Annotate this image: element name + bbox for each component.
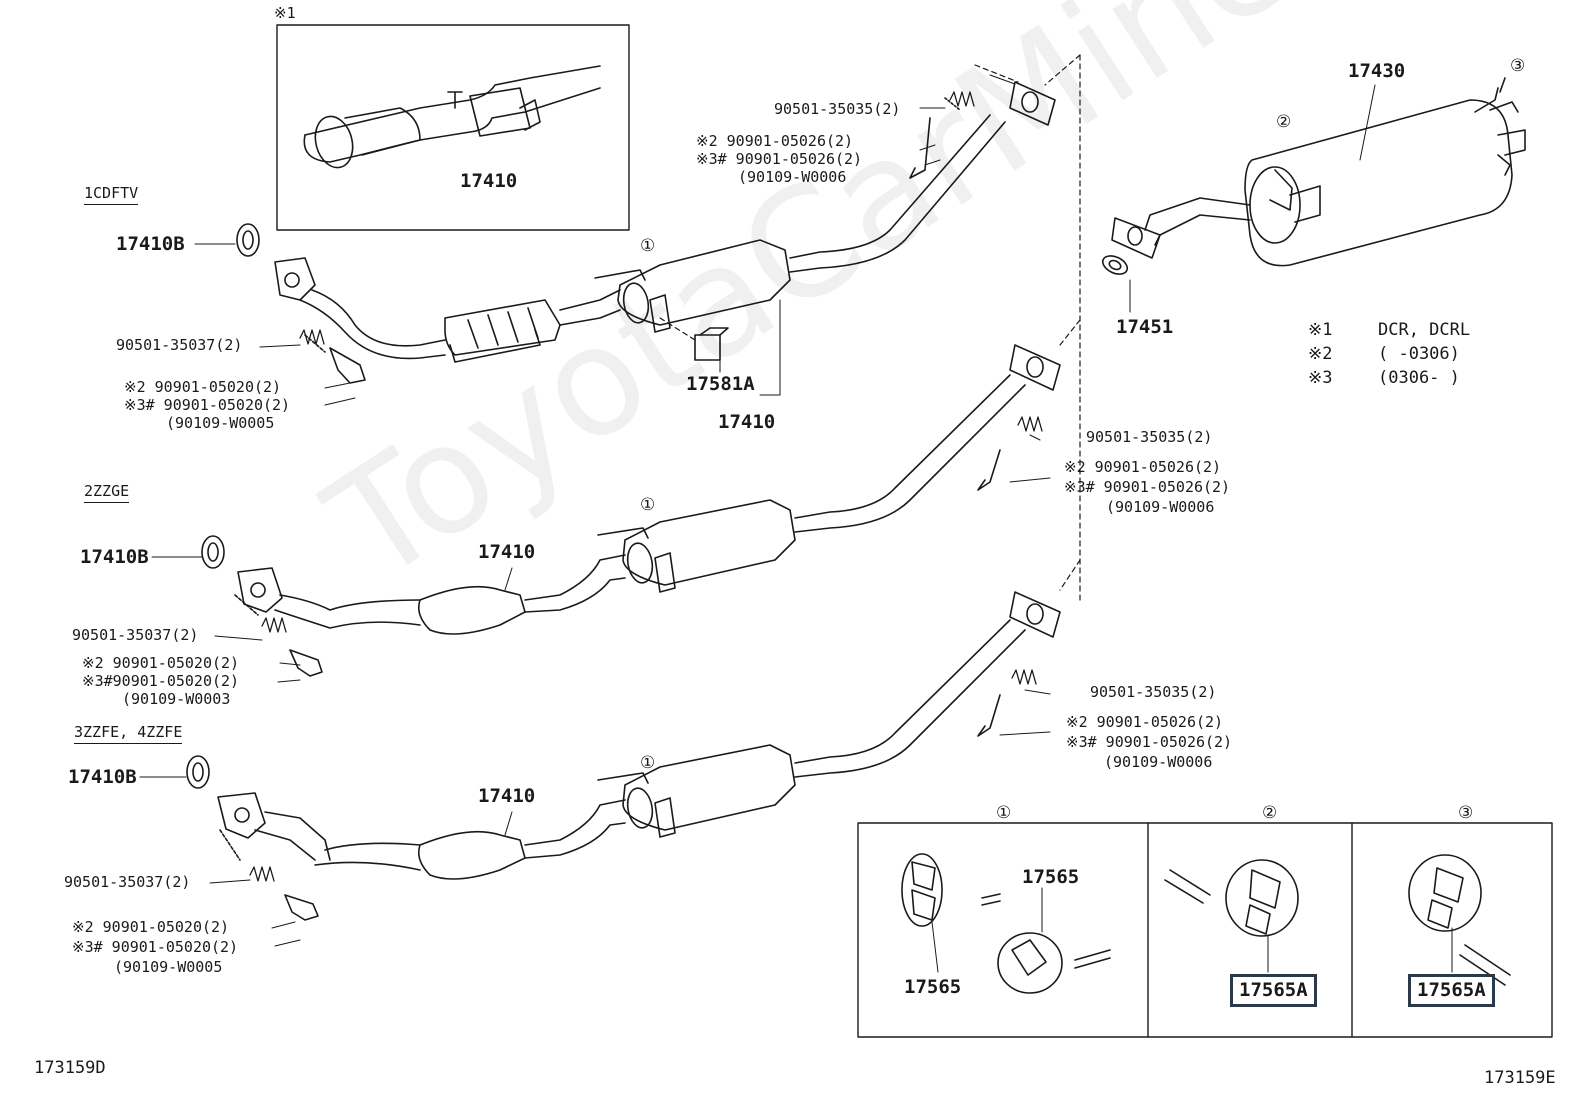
muffler-ref-b: ③ — [1510, 56, 1526, 76]
front-pipe-1cdftv — [236, 81, 1056, 384]
hanger-rubbers-panel-2 — [1164, 859, 1299, 937]
legend-mark-3: ※3 — [1308, 368, 1333, 388]
pipe-bolt-c-label-2: (90109-W0003 — [122, 690, 231, 708]
hanger-rubbers-panel-3 — [1408, 854, 1511, 986]
front-pipe-2zzge — [201, 344, 1061, 677]
panel-3-part-highlighted: 17565A — [1408, 974, 1495, 1007]
engine-code-3: 3ZZFE, 4ZZFE — [74, 725, 183, 744]
top-spring-label-2: 90501-35035(2) — [1086, 428, 1213, 446]
top-bolt-a-label-3: ※2 90901-05026(2) — [1066, 713, 1224, 731]
legend-text-1: DCR, DCRL — [1378, 320, 1471, 340]
top-bolt-c-label-1: (90109-W0006 — [738, 168, 847, 186]
pipe-bolt-a-label-2: ※2 90901-05020(2) — [82, 654, 240, 672]
panel-ref-2: ② — [1262, 803, 1278, 823]
muffler-gasket-label: 17451 — [1116, 316, 1174, 338]
pipe-spring-label-2: 90501-35037(2) — [72, 626, 199, 644]
legend-mark-1: ※1 — [1308, 320, 1333, 340]
pipe-part-label-3: 17410 — [478, 785, 536, 807]
hanger-ref-2: ① — [640, 495, 656, 515]
top-bolt-b-label-3: ※3# 90901-05026(2) — [1066, 733, 1233, 751]
engine-code-1: 1CDFTV — [84, 186, 139, 205]
panel-1-part-upper: 17565 — [1022, 866, 1080, 888]
engine-code-2: 2ZZGE — [84, 484, 130, 503]
hanger-panel-frames — [857, 822, 1553, 1038]
pipe-bolt-b-label-3: ※3# 90901-05020(2) — [72, 938, 239, 956]
dashed-guides — [659, 54, 1081, 601]
top-spring-label-1: 90501-35035(2) — [774, 100, 901, 118]
hanger-rubbers-panel-1 — [901, 853, 1111, 994]
muffler-ref-a: ② — [1276, 112, 1292, 132]
top-bolt-c-label-3: (90109-W0006 — [1104, 753, 1213, 771]
hanger-ref-1: ① — [640, 236, 656, 256]
leader-lines — [139, 74, 1453, 973]
gasket-label-1: 17410B — [116, 233, 185, 255]
hanger-ref-3: ① — [640, 753, 656, 773]
pipe-bolt-b-label-1: ※3# 90901-05020(2) — [124, 396, 291, 414]
panel-2-part-highlighted: 17565A — [1230, 974, 1317, 1007]
inset-frame — [276, 24, 630, 231]
panel-1-part-lower: 17565 — [904, 976, 962, 998]
panel-ref-3: ③ — [1458, 803, 1474, 823]
pipe-part-label-2: 17410 — [478, 541, 536, 563]
gasket-label-3: 17410B — [68, 766, 137, 788]
top-bolt-b-label-2: ※3# 90901-05026(2) — [1064, 478, 1231, 496]
inset-marker: ※1 — [274, 4, 296, 22]
pipe-bolt-c-label-3: (90109-W0005 — [114, 958, 223, 976]
top-bolt-c-label-2: (90109-W0006 — [1106, 498, 1215, 516]
legend-text-3: (0306- ) — [1378, 368, 1460, 388]
gasket-label-2: 17410B — [80, 546, 149, 568]
top-bolt-a-label-1: ※2 90901-05026(2) — [696, 132, 854, 150]
pipe-part-label-1: 17410 — [718, 411, 776, 433]
panel-ref-1: ① — [996, 803, 1012, 823]
top-spring-label-3: 90501-35035(2) — [1090, 683, 1217, 701]
top-bolt-b-label-1: ※3# 90901-05026(2) — [696, 150, 863, 168]
pipe-bolt-a-label-3: ※2 90901-05020(2) — [72, 918, 230, 936]
pipe-bolt-c-label-1: (90109-W0005 — [166, 414, 275, 432]
extra-part-label-1: 17581A — [686, 373, 755, 395]
top-bolt-a-label-2: ※2 90901-05026(2) — [1064, 458, 1222, 476]
pipe-bolt-a-label-1: ※2 90901-05020(2) — [124, 378, 282, 396]
front-pipe-3zzfe — [186, 591, 1061, 921]
pipe-bolt-b-label-2: ※3#90901-05020(2) — [82, 672, 240, 690]
muffler-part-label: 17430 — [1348, 60, 1406, 82]
pipe-spring-label-1: 90501-35037(2) — [116, 336, 243, 354]
springs — [249, 91, 1043, 882]
inset-part-label: 17410 — [460, 170, 518, 192]
legend-text-2: ( -0306) — [1378, 344, 1460, 364]
muffler-assembly — [1101, 77, 1526, 275]
diagram-code-right: 173159E — [1484, 1068, 1556, 1088]
pipe-spring-label-3: 90501-35037(2) — [64, 873, 191, 891]
diagram-code-left: 173159D — [34, 1058, 106, 1078]
legend-mark-2: ※2 — [1308, 344, 1333, 364]
